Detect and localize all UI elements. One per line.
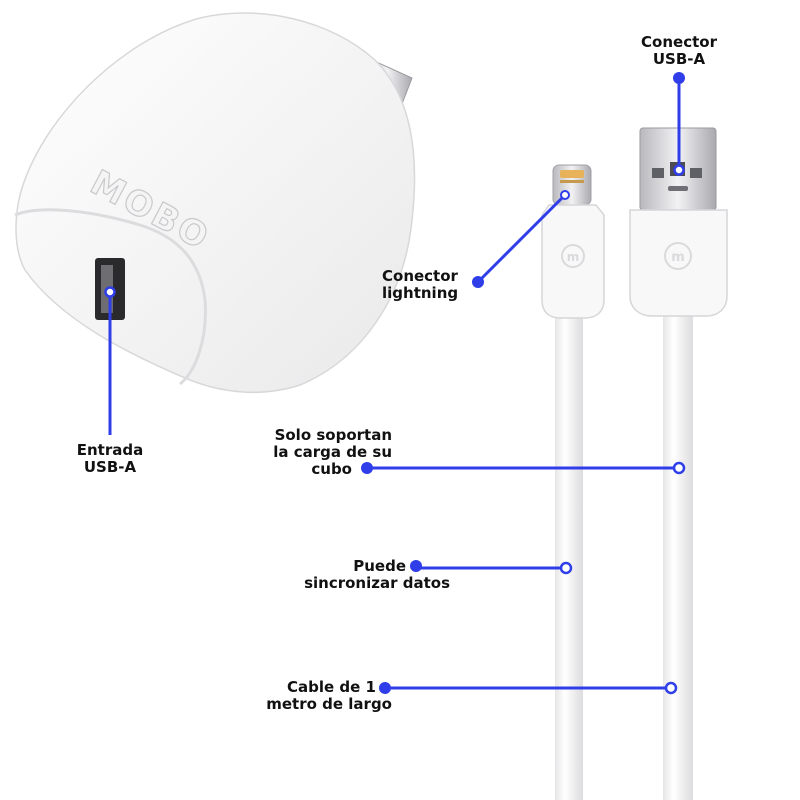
callout-entrada-line1: Entrada [76,441,144,459]
callout-solo-line1: Solo soportan [274,426,392,444]
callout-dot-icon [664,681,678,695]
usb-cable-cord [663,300,693,800]
callout-cable-largo: Cable de 1 metro de largo [240,679,392,713]
svg-text:m: m [567,250,580,264]
callout-dots [104,72,686,695]
callout-dot-icon [673,164,685,176]
callout-entrada-usb-a: Entrada USB-A [60,442,160,476]
callout-solo-soportan: Solo soportan la carga de su cubo [240,427,392,478]
lightning-cable-cord [555,300,583,800]
callout-puede-line2: sincronizar datos [304,574,450,592]
usb-m-logo-icon [664,242,692,270]
svg-text:m: m [671,250,685,265]
lightning-connector-housing [541,204,605,319]
callout-puede-sincronizar: Puede sincronizar datos [270,558,450,592]
callout-dot-icon [559,561,573,575]
callout-lines [108,78,681,690]
lightning-cable-image: m [541,164,605,319]
callout-cable-line1: Cable de 1 [287,678,376,696]
callout-line-lightning [476,193,567,284]
callout-dot-icon [379,682,391,694]
callout-lightning-line1: Conector [382,267,458,285]
adapter-body [15,12,416,394]
callout-dot-icon [672,461,686,475]
callout-dot-icon [560,190,570,200]
callout-dot-icon [361,462,373,474]
callout-usb-a-line2: USB-A [652,50,706,68]
callout-puede-line1: Puede [353,557,406,575]
callout-lightning-line2: lightning [382,284,459,302]
cable-image [555,300,693,800]
lightning-m-logo-icon [561,244,585,268]
callout-solo-line3: cubo [311,460,352,478]
callout-usb-a-line1: Conector [641,33,717,51]
callout-dot-icon [472,276,484,288]
callout-dot-icon [673,72,685,84]
callout-entrada-line2: USB-A [83,458,137,476]
callout-solo-line2: la carga de su [273,443,392,461]
power-adapter-image: MOBO [14,12,416,394]
callout-conector-lightning: Conector lightning [382,268,472,302]
usb-connector-housing [629,209,728,317]
callout-conector-usb-a: Conector USB-A [624,34,734,68]
callout-dot-icon [410,560,422,572]
callout-dot-icon [104,286,116,298]
callout-cable-line2: metro de largo [266,695,392,713]
